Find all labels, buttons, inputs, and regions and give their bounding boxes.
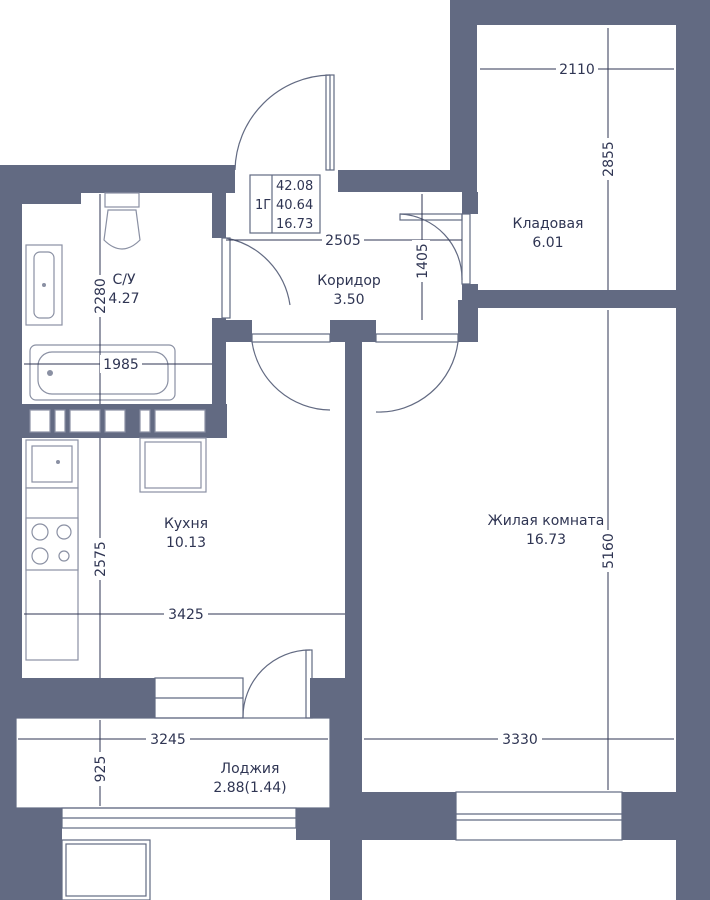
dim-corridor-height: 1405 bbox=[415, 243, 431, 279]
room-labels: С/У 4.27 Коридор 3.50 Кладовая 6.01 Кухн… bbox=[108, 216, 604, 796]
dimension-labels: 2110 2855 2505 1405 2280 1985 2575 3425 … bbox=[90, 60, 617, 786]
fixtures bbox=[25, 192, 207, 661]
living-room-name: Жилая комната bbox=[488, 513, 605, 529]
dim-storage-width: 2110 bbox=[559, 62, 595, 78]
dim-loggia-width: 3245 bbox=[150, 732, 186, 748]
corridor-area: 3.50 bbox=[333, 292, 364, 308]
dim-bath-height: 2280 bbox=[93, 278, 109, 314]
windows bbox=[15, 677, 623, 900]
dim-kitchen-width: 3425 bbox=[168, 607, 204, 623]
apartment-spec-box: 1Г 42.08 40.64 16.73 bbox=[249, 174, 321, 234]
dim-corridor-width: 2505 bbox=[325, 233, 361, 249]
total-area: 42.08 bbox=[276, 179, 313, 194]
loggia-area: 2.88(1.44) bbox=[213, 780, 286, 796]
corridor-name: Коридор bbox=[317, 273, 381, 289]
living-area-summary: 16.73 bbox=[276, 217, 313, 232]
living-room-area: 16.73 bbox=[526, 532, 566, 548]
living-total: 40.64 bbox=[276, 198, 313, 213]
storage-name: Кладовая bbox=[513, 216, 584, 232]
kitchen-name: Кухня bbox=[164, 516, 208, 532]
kitchen-area: 10.13 bbox=[166, 535, 206, 551]
doors bbox=[221, 74, 471, 719]
loggia-name: Лоджия bbox=[221, 761, 280, 777]
dim-storage-height: 2855 bbox=[601, 141, 617, 177]
apartment-type: 1Г bbox=[255, 198, 271, 213]
storage-area: 6.01 bbox=[532, 235, 563, 251]
bathroom-area: 4.27 bbox=[108, 291, 139, 307]
dim-loggia-height: 925 bbox=[93, 756, 109, 783]
dim-living-width: 3330 bbox=[502, 732, 538, 748]
bathroom-name: С/У bbox=[112, 272, 135, 288]
dim-kitchen-height: 2575 bbox=[93, 541, 109, 577]
dim-bath-width: 1985 bbox=[103, 357, 139, 373]
dim-living-height: 5160 bbox=[601, 533, 617, 569]
